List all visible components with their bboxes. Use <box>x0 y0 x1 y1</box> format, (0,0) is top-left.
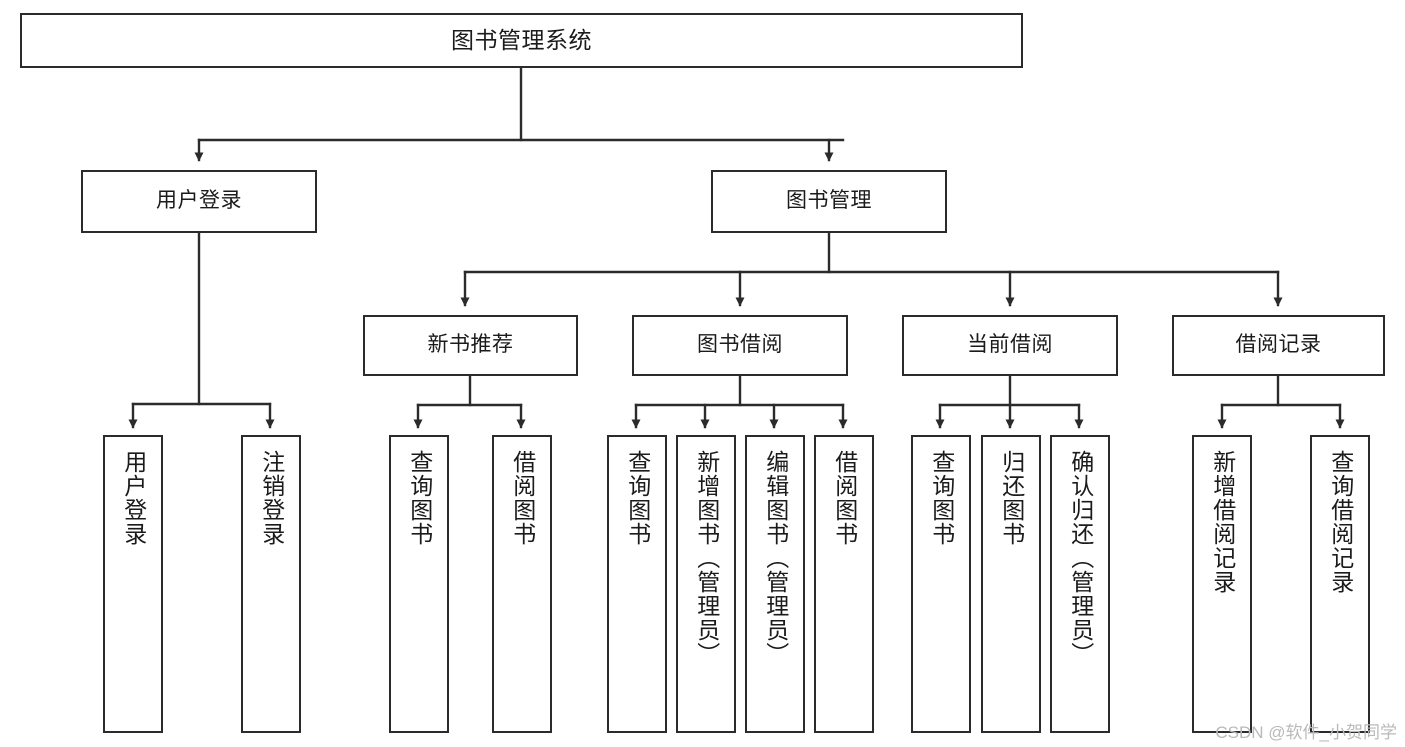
node-book-borrowing[interactable]: 图书借阅 <box>632 315 848 376</box>
leaf-query-book-current[interactable]: 查询图书 <box>911 435 971 733</box>
node-label: 新增图书（管理员） <box>693 450 720 666</box>
leaf-return-book[interactable]: 归还图书 <box>981 435 1041 733</box>
node-label: 借阅图书 <box>509 450 536 546</box>
csdn-watermark: CSDN @软件_小贺同学 <box>1215 723 1397 742</box>
node-label: 图书借阅 <box>697 333 783 357</box>
leaf-add-borrow-record[interactable]: 新增借阅记录 <box>1192 435 1252 733</box>
node-label: 用户登录 <box>156 189 242 213</box>
node-label: 借阅图书 <box>831 450 858 546</box>
node-label: 归还图书 <box>998 450 1025 546</box>
leaf-query-borrow-record[interactable]: 查询借阅记录 <box>1310 435 1370 733</box>
node-label: 当前借阅 <box>967 333 1053 357</box>
leaf-query-book-borrowing[interactable]: 查询图书 <box>607 435 667 733</box>
leaf-query-book-recommend[interactable]: 查询图书 <box>389 435 449 733</box>
node-user-login[interactable]: 用户登录 <box>81 170 317 233</box>
node-label: 查询图书 <box>928 450 955 546</box>
node-label: 借阅记录 <box>1235 333 1322 357</box>
node-label: 查询图书 <box>406 450 433 546</box>
node-label: 确认归还（管理员） <box>1067 450 1094 666</box>
leaf-borrow-book[interactable]: 借阅图书 <box>814 435 874 733</box>
node-current-borrowing[interactable]: 当前借阅 <box>902 315 1118 376</box>
leaf-add-book-admin[interactable]: 新增图书（管理员） <box>676 435 736 733</box>
node-label: 用户登录 <box>120 450 147 546</box>
node-label: 查询图书 <box>624 450 651 546</box>
node-book-management[interactable]: 图书管理 <box>711 170 947 233</box>
node-label: 新书推荐 <box>427 333 514 357</box>
node-label: 编辑图书（管理员） <box>762 450 789 666</box>
node-new-book-recommendation[interactable]: 新书推荐 <box>363 315 578 376</box>
leaf-borrow-book-recommend[interactable]: 借阅图书 <box>492 435 552 733</box>
node-label: 新增借阅记录 <box>1209 450 1236 594</box>
leaf-confirm-return-admin[interactable]: 确认归还（管理员） <box>1050 435 1110 733</box>
leaf-edit-book-admin[interactable]: 编辑图书（管理员） <box>745 435 805 733</box>
leaf-user-login[interactable]: 用户登录 <box>103 435 163 733</box>
node-label: 图书管理 <box>786 189 872 213</box>
node-borrowing-record[interactable]: 借阅记录 <box>1172 315 1385 376</box>
node-label: 图书管理系统 <box>451 26 592 53</box>
leaf-logout[interactable]: 注销登录 <box>241 435 301 733</box>
node-label: 注销登录 <box>258 450 285 546</box>
node-root-book-management-system[interactable]: 图书管理系统 <box>20 13 1023 68</box>
node-label: 查询借阅记录 <box>1327 450 1354 594</box>
